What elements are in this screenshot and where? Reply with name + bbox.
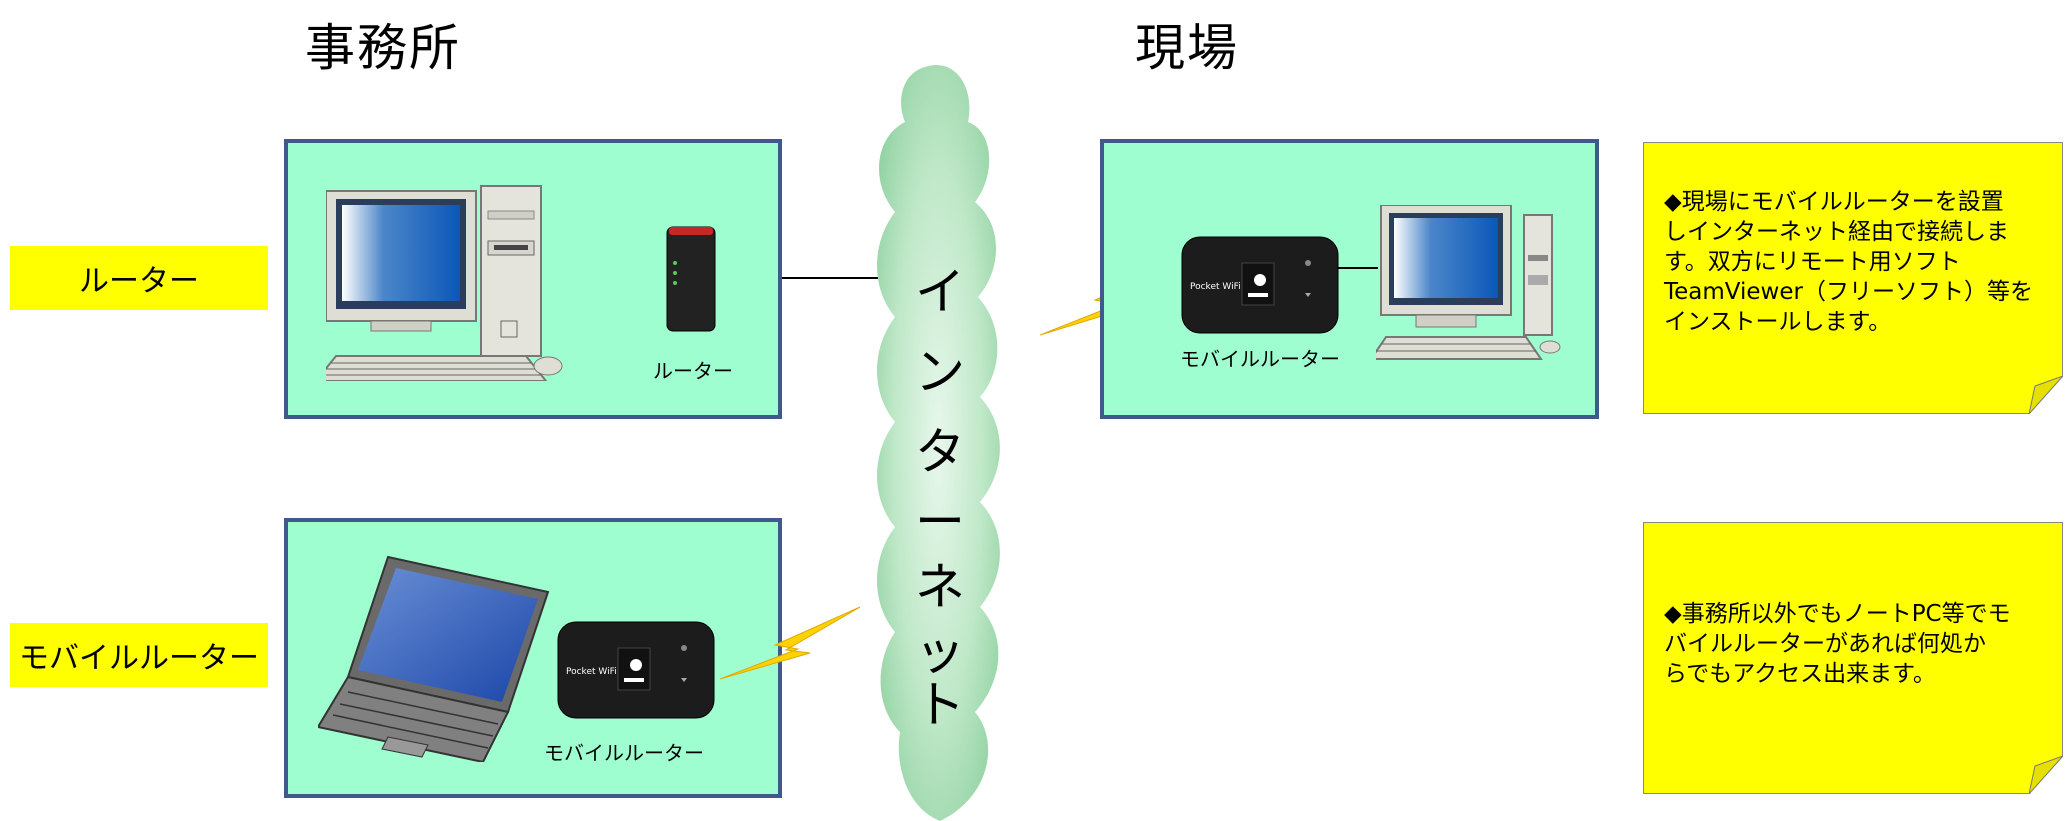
internet-char-2: ン xyxy=(915,343,965,401)
mobile-note-text: ◆事務所以外でもノートPC等でモ バイルルーターがあれば何処か らでもアクセス出… xyxy=(1664,601,2011,687)
mobile-router-side-label-text: モバイルルーター xyxy=(19,641,259,676)
internet-char-5: ネ xyxy=(915,558,965,616)
mobile-router-icon: Pocket WiFi xyxy=(557,621,715,719)
office-heading: 事務所 xyxy=(305,19,461,77)
note-folded-corner-icon xyxy=(2029,756,2063,794)
desktop-pc-icon xyxy=(326,185,563,381)
internet-cloud xyxy=(876,65,1000,821)
office-mobile-box: Pocket WiFi モバイルルーター xyxy=(284,518,782,798)
internet-char-3: タ xyxy=(915,423,965,481)
mobile-note: ◆事務所以外でもノートPC等でモ バイルルーターがあれば何処か らでもアクセス出… xyxy=(1643,522,2063,794)
site-desktop-pc-icon xyxy=(1376,205,1561,360)
pocket-wifi-logo-text: Pocket WiFi xyxy=(1190,282,1241,292)
laptop-icon xyxy=(318,555,550,762)
mobile-router-icon: Pocket WiFi xyxy=(1181,236,1339,334)
laptop-mobile-router-label: モバイルルーター xyxy=(544,741,704,765)
router-side-label-text: ルーター xyxy=(79,264,199,299)
mobile-router-side-label: モバイルルーター xyxy=(10,623,268,687)
site-note-text: ◆現場にモバイルルーターを設置 しインターネット経由で接続しま す。双方にリモー… xyxy=(1664,189,2033,335)
pocket-wifi-logo-text: Pocket WiFi xyxy=(566,667,617,677)
internet-char-4: ー xyxy=(915,493,965,551)
note-folded-corner-icon xyxy=(2029,376,2063,414)
router-device-icon xyxy=(666,226,716,332)
internet-char-6: ッ xyxy=(915,623,965,681)
site-note: ◆現場にモバイルルーターを設置 しインターネット経由で接続しま す。双方にリモー… xyxy=(1643,142,2063,414)
lightning-bolt-icon xyxy=(720,606,860,680)
internet-char-7: ト xyxy=(915,676,965,734)
router-side-label: ルーター xyxy=(10,246,268,310)
office-router-label: ルーター xyxy=(653,359,733,383)
site-box: Pocket WiFi モバイルルーター xyxy=(1100,139,1599,419)
site-connection-line xyxy=(1338,267,1378,269)
site-heading: 現場 xyxy=(1135,19,1239,77)
internet-char-1: イ xyxy=(915,263,965,321)
site-mobile-router-label: モバイルルーター xyxy=(1180,347,1340,371)
office-router-box: ルーター xyxy=(284,139,782,419)
